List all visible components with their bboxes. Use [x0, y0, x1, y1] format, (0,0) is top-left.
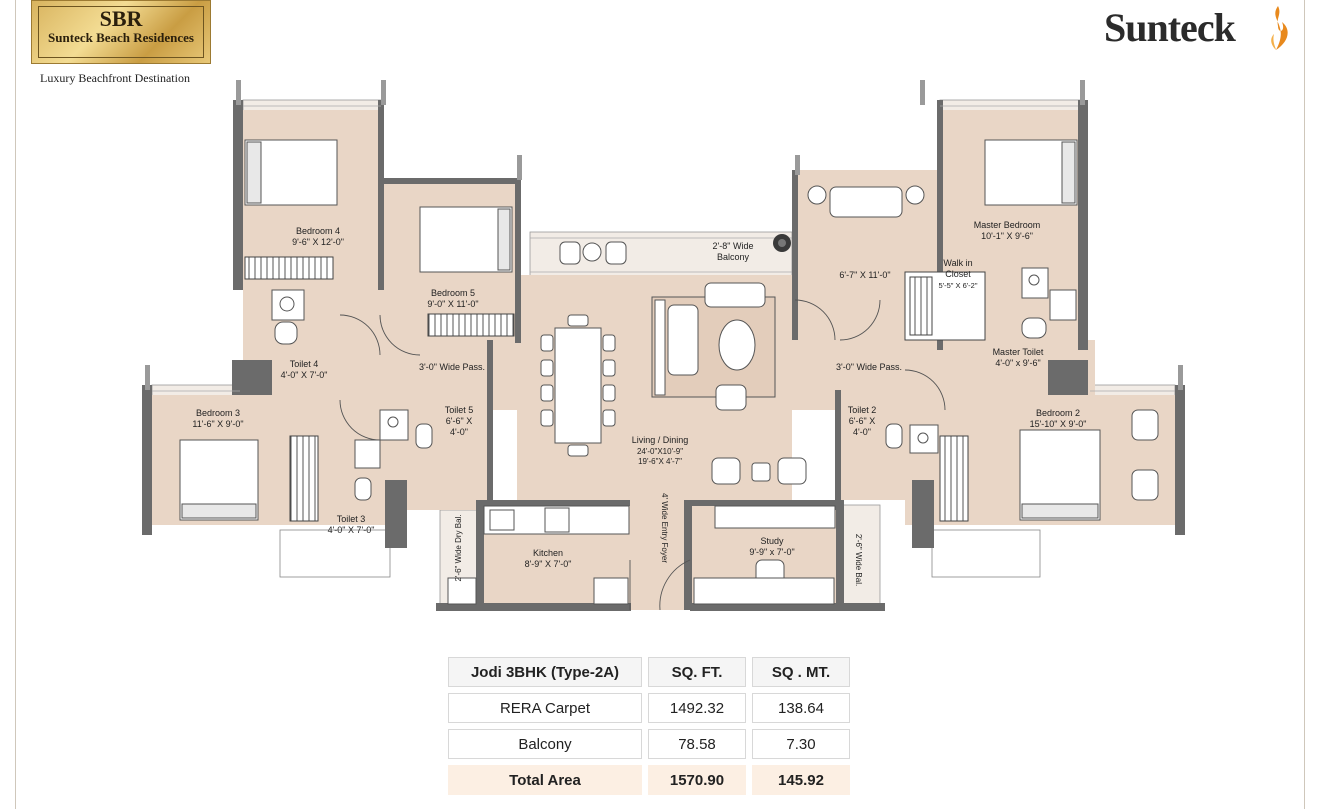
kitchen-counter	[447, 505, 630, 605]
sbr-logo-short: SBR	[99, 6, 143, 31]
dim-bedroom5: 9'-0" X 11'-0"	[427, 299, 478, 309]
dim-toilet4: 4'-0" X 7'-0"	[281, 370, 328, 380]
dim2-toilet5: 4'-0"	[450, 427, 468, 437]
dim1-toilet5: 6'-6" X	[446, 416, 472, 426]
row-sqft: 78.58	[648, 729, 746, 759]
table-row: RERA Carpet 1492.32 138.64	[448, 693, 850, 723]
row-sqft: 1492.32	[648, 693, 746, 723]
row-sqmt: 145.92	[752, 765, 850, 795]
label-pass-left: 3'-0" Wide Pass.	[419, 362, 485, 372]
dim-toilet3: 4'-0" X 7'-0"	[328, 525, 375, 535]
label-toilet3: Toilet 3	[337, 514, 366, 524]
label-dry-balcony: 2'-6" Wide Dry Bal.	[454, 514, 463, 581]
dim1-living: 24'-0"X10'-9"	[637, 447, 683, 456]
row-sqmt: 7.30	[752, 729, 850, 759]
sanitary-fixtures	[271, 267, 1077, 501]
dim1-toilet2: 6'-6" X	[849, 416, 875, 426]
dim-master-toilet: 4'-0" x 9'-6"	[995, 358, 1040, 368]
dim-bedroom2: 15'-10" X 9'-0"	[1030, 419, 1087, 429]
label-bedroom5: Bedroom 5	[431, 288, 475, 298]
label-bedroom3: Bedroom 3	[196, 408, 240, 418]
label-toilet4: Toilet 4	[290, 359, 319, 369]
row-label: Total Area	[448, 765, 642, 795]
dim2-living: 19'-6"X 4'-7"	[638, 457, 682, 466]
row-label: RERA Carpet	[448, 693, 642, 723]
row-label: Balcony	[448, 729, 642, 759]
dim-walkin: 5'-5" X 6'-2"	[938, 281, 977, 290]
dim2-toilet2: 4'-0"	[853, 427, 871, 437]
window-lines	[152, 105, 1175, 392]
label-lobby: 6'-7" X 11'-0"	[839, 270, 890, 280]
area-table: Jodi 3BHK (Type-2A) SQ. FT. SQ . MT. RER…	[442, 651, 856, 801]
tagline: Luxury Beachfront Destination	[40, 71, 190, 85]
sbr-logo: SBR Sunteck Beach Residences	[31, 0, 211, 64]
label-foyer: 4' Wide Entry Foyer	[660, 493, 669, 563]
living-furniture	[559, 185, 1159, 501]
room-labels: Bedroom 4 9'-6" X 12'-0" Bedroom 5 9'-0"…	[192, 220, 1086, 586]
label-master-toilet: Master Toilet	[993, 347, 1044, 357]
beds	[179, 139, 1101, 521]
label-study: Study	[760, 536, 784, 546]
label-bedroom4: Bedroom 4	[296, 226, 340, 236]
label-toilet5: Toilet 5	[445, 405, 474, 415]
dim-master-bedroom: 10'-1" X 9'-6"	[981, 231, 1033, 241]
dim-study: 9'-9" x 7'-0"	[749, 547, 794, 557]
table-row-total: Total Area 1570.90 145.92	[448, 765, 850, 795]
sbr-logo-border	[38, 6, 204, 58]
table-row: Balcony 78.58 7.30	[448, 729, 850, 759]
area-table-header: Jodi 3BHK (Type-2A) SQ. FT. SQ . MT.	[448, 657, 850, 687]
plant-icon	[773, 234, 791, 252]
header-sqmt: SQ . MT.	[752, 657, 850, 687]
row-sqft: 1570.90	[648, 765, 746, 795]
brand-name: Sunteck	[1104, 5, 1236, 50]
label-walkin-1: Walk in	[943, 258, 972, 268]
label-study-balcony: 2'-6" Wide Bal.	[854, 534, 863, 586]
door-swings	[339, 299, 946, 611]
dim-kitchen: 8'-9" X 7'-0"	[525, 559, 572, 569]
label-balcony-top-2: Balcony	[717, 252, 750, 262]
dining-table	[540, 314, 616, 457]
label-walkin-2: Closet	[945, 269, 971, 279]
label-master-bedroom: Master Bedroom	[974, 220, 1041, 230]
wardrobes	[244, 256, 986, 522]
header-config: Jodi 3BHK (Type-2A)	[448, 657, 642, 687]
study-furniture	[693, 505, 836, 605]
dim-bedroom4: 9'-6" X 12'-0"	[292, 237, 344, 247]
page-frame	[15, 0, 1305, 809]
header-sqft: SQ. FT.	[648, 657, 746, 687]
balcony-areas	[151, 99, 1176, 606]
label-balcony-top-1: 2'-8" Wide	[713, 241, 754, 251]
floor-plan: Bedroom 4 9'-6" X 12'-0" Bedroom 5 9'-0"…	[142, 80, 1185, 611]
label-living: Living / Dining	[632, 435, 689, 445]
label-kitchen: Kitchen	[533, 548, 563, 558]
sbr-logo-full: Sunteck Beach Residences	[48, 30, 194, 45]
label-bedroom2: Bedroom 2	[1036, 408, 1080, 418]
label-toilet2: Toilet 2	[848, 405, 877, 415]
row-sqmt: 138.64	[752, 693, 850, 723]
dim-bedroom3: 11'-6" X 9'-0"	[192, 419, 243, 429]
flame-icon	[1271, 6, 1288, 50]
label-pass-right: 3'-0" Wide Pass.	[836, 362, 902, 372]
sunteck-logo: Sunteck	[1104, 4, 1288, 56]
walls	[142, 80, 1185, 611]
